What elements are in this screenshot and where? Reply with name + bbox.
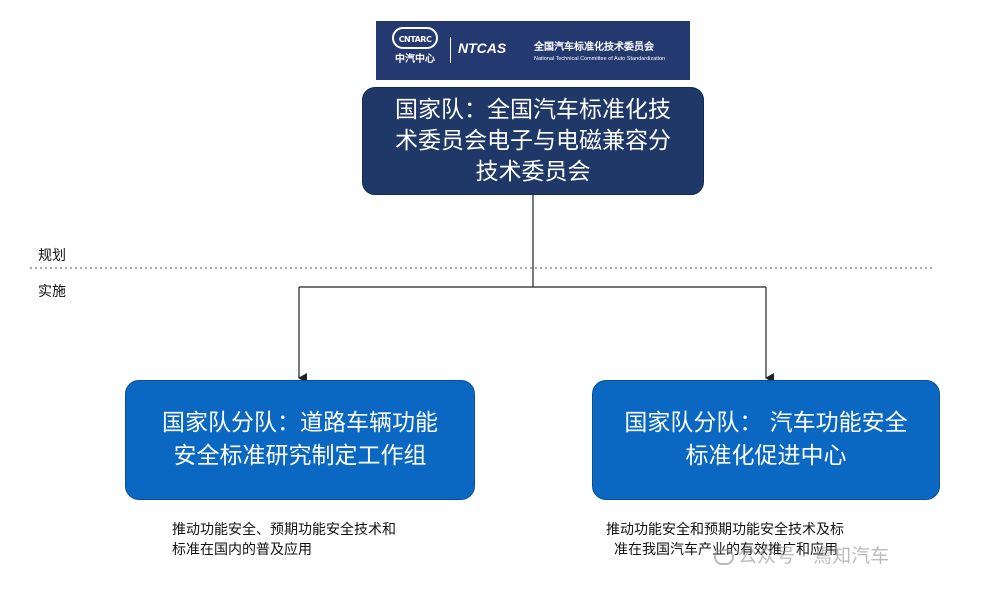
node-national-team-line: 术委员会电子与电磁兼容分 xyxy=(395,127,671,154)
node-national-team-line: 国家队：全国汽车标准化技 xyxy=(395,96,671,123)
node-national-team-line: 技术委员会 xyxy=(475,158,591,185)
desc-left: 推动功能安全、预期功能安全技术和 标准在国内的普及应用 xyxy=(172,520,396,560)
wechat-icon xyxy=(714,548,734,565)
node-left-line: 国家队分队：道路车辆功能 xyxy=(162,410,438,436)
phase-label-implementation: 实施 xyxy=(38,284,66,300)
ntcas-logo: NTCAS xyxy=(458,40,507,56)
node-left-line: 安全标准研究制定工作组 xyxy=(173,443,427,469)
node-right-line: 标准化促进中心 xyxy=(685,443,847,469)
desc-left-line: 标准在国内的普及应用 xyxy=(172,542,312,558)
committee-cn-name: 全国汽车标准化技术委员会 xyxy=(534,42,654,53)
cntarc-mark: CNTARC xyxy=(392,27,438,49)
node-standardization-center: 国家队分队： 汽车功能安全 标准化促进中心 xyxy=(592,380,940,500)
watermark: 公众号 · 焉知汽车 xyxy=(714,541,889,568)
cntarc-logo: CNTARC 中汽中心 xyxy=(388,27,442,75)
node-road-vehicle-working-group: 国家队分队：道路车辆功能 安全标准研究制定工作组 xyxy=(125,380,475,500)
committee-en-name: National Technical Committee of Auto Sta… xyxy=(534,56,666,62)
desc-left-line: 推动功能安全、预期功能安全技术和 xyxy=(172,522,396,538)
cntarc-cn-label: 中汽中心 xyxy=(395,54,435,65)
desc-right-line: 推动功能安全和预期功能安全技术及标 xyxy=(606,522,844,538)
phase-label-planning: 规划 xyxy=(38,248,66,264)
node-national-team: 国家队：全国汽车标准化技 术委员会电子与电磁兼容分 技术委员会 xyxy=(362,87,704,195)
logo-divider xyxy=(450,37,451,63)
watermark-text: 公众号 · 焉知汽车 xyxy=(738,545,890,567)
logo-banner: CNTARC 中汽中心 NTCAS 全国汽车标准化技术委员会 National … xyxy=(376,21,690,80)
node-right-line: 国家队分队： 汽车功能安全 xyxy=(624,410,908,436)
